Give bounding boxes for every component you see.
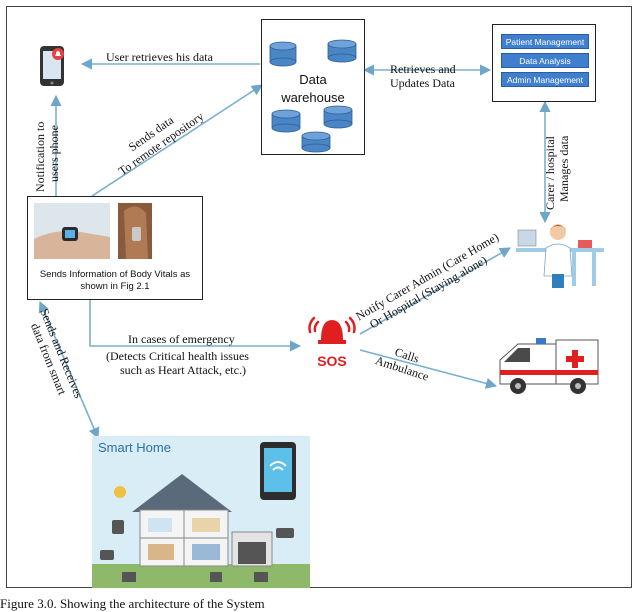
smart-home-icon: [92, 442, 310, 588]
data-warehouse-box: Data warehouse: [261, 19, 365, 155]
label-emergency-2: (Detects Critical health issues: [106, 349, 249, 363]
figure-caption: Figure 3.0. Showing the architecture of …: [0, 596, 265, 611]
database-cylinder-icon: [327, 39, 357, 63]
wearable-sensor-images: [34, 203, 152, 259]
label-emergency-1: In cases of emergency: [128, 332, 235, 346]
label-retrieves-updates-2: Updates Data: [390, 76, 455, 90]
phone-notification-icon: [40, 46, 64, 86]
database-cylinder-icon: [323, 105, 353, 129]
smart-home-panel: Smart Home: [92, 436, 310, 588]
arrow-sos-to-doctor: [359, 247, 511, 335]
doctor-icon: [516, 224, 604, 288]
label-notification: Notification to users phone: [32, 98, 64, 198]
database-cylinders: [269, 39, 357, 153]
menu-admin-management: Admin Management: [501, 72, 589, 87]
label-user-retrieves: User retrieves his data: [106, 50, 213, 64]
database-cylinder-icon: [269, 41, 297, 67]
arrow-sos-to-ambulance: [359, 349, 498, 389]
label-emergency-3: such as Heart Attack, etc.): [120, 363, 246, 377]
warehouse-label-1: Data: [299, 72, 327, 87]
label-carer-1: Carer / hospital: [543, 136, 557, 210]
vitals-label-2: shown in Fig 2.1: [80, 281, 150, 292]
sos-alarm-icon: SOS: [308, 316, 356, 369]
ambulance-icon: [499, 338, 599, 394]
arrow-vitals-to-warehouse: [91, 84, 263, 197]
menu-patient-management: Patient Management: [501, 34, 589, 49]
database-cylinder-icon: [301, 131, 331, 153]
menu-data-analysis: Data Analysis: [501, 53, 589, 68]
body-vitals-box: Sends Information of Body Vitals as show…: [27, 196, 203, 300]
label-notification-2: users phone: [47, 125, 61, 182]
label-retrieves-updates-1: Retrieves and: [390, 62, 456, 76]
arrow-vitals-smarthome: [38, 300, 100, 440]
label-carer: Carer / hospital Manages data: [542, 114, 574, 214]
label-carer-2: Manages data: [557, 135, 571, 202]
label-notification-1: Notification to: [33, 121, 47, 192]
database-cylinder-icon: [271, 109, 301, 133]
diagram-frame: [6, 6, 632, 588]
management-box: Patient Management Data Analysis Admin M…: [492, 24, 596, 102]
smart-home-title: Smart Home: [98, 440, 171, 455]
warehouse-label-2: warehouse: [281, 90, 345, 105]
vitals-label-1: Sends Information of Body Vitals as: [39, 269, 191, 280]
sos-label: SOS: [317, 353, 347, 369]
